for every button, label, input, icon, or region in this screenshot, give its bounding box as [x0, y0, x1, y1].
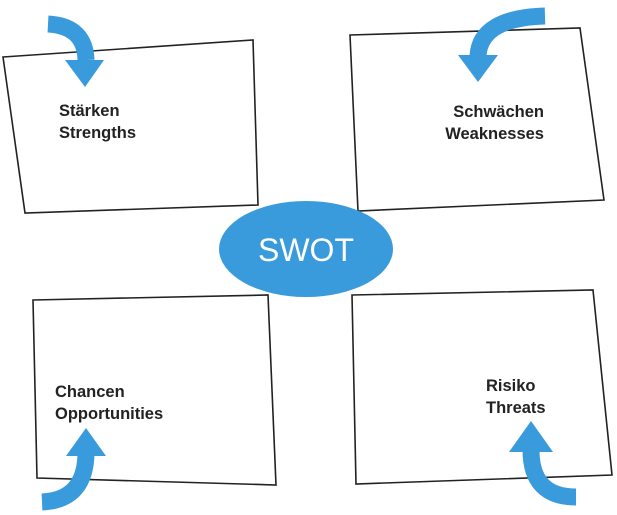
arrow-strengths-icon: [47, 15, 104, 87]
threats-label-de: Risiko: [486, 377, 536, 395]
arrow-opportunities-icon: [41, 428, 106, 511]
swot-ellipse: [219, 201, 393, 297]
threats-box: [351, 289, 613, 485]
swot-title: SWOT: [258, 232, 354, 268]
opportunities-label-de: Chancen: [55, 383, 125, 401]
strengths-label-de: Stärken: [59, 102, 120, 120]
opportunities-label-en: Opportunities: [55, 405, 163, 423]
strengths-label-en: Strengths: [59, 124, 136, 142]
arrow-weaknesses-icon: [458, 7, 546, 82]
opportunities-box: [32, 294, 277, 486]
weaknesses-label-de: Schwächen: [453, 103, 544, 121]
arrow-threats-icon: [509, 421, 577, 506]
threats-label-en: Threats: [486, 399, 546, 417]
weaknesses-label-en: Weaknesses: [445, 125, 544, 143]
strengths-box: [2, 39, 259, 214]
